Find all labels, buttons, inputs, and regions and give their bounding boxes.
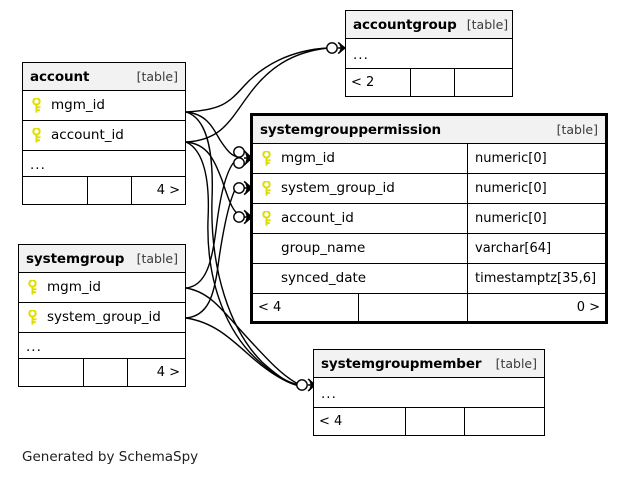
primary-key-icon [27, 280, 38, 295]
column-name: mgm_id [47, 280, 101, 295]
table-row[interactable]: account_id [23, 121, 185, 151]
table-systemgroup[interactable]: systemgroup [table] mgm_id [18, 244, 186, 387]
column-cell: mgm_id [19, 280, 185, 295]
primary-key-icon [261, 151, 272, 166]
column-name: system_group_id [47, 310, 161, 325]
column-type: numeric[0] [467, 144, 605, 173]
column-cell: system_group_id [253, 181, 467, 196]
column-cell: mgm_id [253, 151, 467, 166]
table-systemgrouppermission-header: systemgrouppermission [table] [253, 116, 605, 144]
table-systemgroup-name: systemgroup [26, 250, 125, 267]
table-accountgroup-kind: [table] [466, 17, 509, 32]
edge-systemgroup-to-sgp-sgid [185, 185, 239, 319]
footer-right [464, 408, 544, 435]
table-row[interactable]: synced_date timestamptz[35,6] [253, 264, 605, 294]
table-systemgroupmember[interactable]: systemgroupmember [table] ... < 4 [313, 349, 545, 436]
table-systemgroup-header: systemgroup [table] [19, 245, 185, 273]
cardinality-circle-sgm [296, 379, 308, 391]
table-account-name: account [30, 68, 90, 85]
table-systemgroupmember-header: systemgroupmember [table] [314, 350, 544, 378]
column-cell: mgm_id [23, 98, 185, 113]
column-type: numeric[0] [467, 174, 605, 203]
column-name: mgm_id [51, 98, 105, 113]
table-row[interactable]: system_group_id [19, 303, 185, 333]
column-name: synced_date [281, 271, 367, 286]
table-account[interactable]: account [table] mgm_id [22, 62, 186, 205]
footer-left [19, 359, 83, 386]
table-footer: 4 > [19, 359, 185, 386]
column-type: varchar[64] [467, 234, 605, 263]
column-name: account_id [51, 128, 124, 143]
table-systemgrouppermission-kind: [table] [556, 122, 598, 137]
footer-right: 4 > [131, 177, 185, 204]
table-row[interactable]: mgm_id [19, 273, 185, 303]
primary-key-icon [31, 128, 42, 143]
table-accountgroup-header: accountgroup [table] [346, 11, 512, 39]
column-cell: system_group_id [19, 310, 185, 325]
column-name: system_group_id [281, 181, 395, 196]
footer-left [23, 177, 87, 204]
more-columns-indicator: ... [346, 39, 512, 69]
cardinality-circle-sgp-mgmid-b [233, 157, 245, 169]
table-row[interactable]: group_name varchar[64] [253, 234, 605, 264]
table-systemgrouppermission-name: systemgrouppermission [260, 121, 442, 138]
footer-middle [358, 294, 467, 321]
footer-middle [87, 177, 131, 204]
generated-by-caption: Generated by SchemaSpy [22, 449, 199, 465]
edge-account-to-sgp-mgmid [185, 111, 239, 158]
table-accountgroup-name: accountgroup [353, 16, 457, 33]
table-footer: 4 > [23, 177, 185, 204]
cardinality-circle-sgp-mgmid-a [233, 146, 245, 158]
footer-right [454, 69, 512, 96]
column-type: numeric[0] [467, 204, 605, 233]
cardinality-circle-sgp-sgid [233, 182, 245, 194]
column-name: mgm_id [281, 151, 335, 166]
more-columns-indicator: ... [314, 378, 544, 408]
table-systemgroup-kind: [table] [136, 251, 178, 266]
column-type: timestamptz[35,6] [467, 264, 605, 293]
cardinality-circle-sgp-accountid [233, 211, 245, 223]
column-name: group_name [281, 241, 366, 256]
footer-left: < 4 [319, 414, 343, 429]
footer-right: 4 > [127, 359, 185, 386]
edge-account-to-accountgroup-1 [185, 47, 329, 113]
edge-systemgroup-to-sgm-2 [185, 317, 301, 387]
footer-left: < 2 [351, 75, 375, 90]
table-footer: < 2 [346, 69, 512, 96]
edge-account-to-sgp-accountid [185, 141, 239, 215]
table-account-kind: [table] [136, 69, 178, 84]
crow-lines-accountgroup [337, 41, 346, 55]
footer-middle [83, 359, 127, 386]
primary-key-icon [27, 310, 38, 325]
column-cell: synced_date [253, 272, 467, 286]
primary-key-icon [261, 211, 272, 226]
table-footer: < 4 0 > [253, 294, 605, 321]
column-name: account_id [281, 211, 354, 226]
table-footer: < 4 [314, 408, 544, 435]
column-cell: account_id [23, 128, 185, 143]
column-cell: account_id [253, 211, 467, 226]
footer-middle [410, 69, 454, 96]
edge-systemgroup-to-sgp-mgmid [185, 157, 239, 289]
more-columns-indicator: ... [19, 333, 185, 359]
table-row[interactable]: system_group_id numeric[0] [253, 174, 605, 204]
table-account-header: account [table] [23, 63, 185, 91]
footer-middle [405, 408, 464, 435]
primary-key-icon [261, 181, 272, 196]
table-accountgroup[interactable]: accountgroup [table] ... < 2 [345, 10, 513, 97]
table-systemgroupmember-kind: [table] [495, 356, 537, 371]
column-cell: group_name [253, 242, 467, 256]
table-systemgroupmember-name: systemgroupmember [321, 355, 482, 372]
footer-left: < 4 [258, 300, 282, 315]
table-row[interactable]: account_id numeric[0] [253, 204, 605, 234]
more-columns-indicator: ... [23, 151, 185, 177]
cardinality-circle-accountgroup [326, 42, 338, 54]
footer-right: 0 > [467, 294, 605, 321]
table-row[interactable]: mgm_id numeric[0] [253, 144, 605, 174]
table-row[interactable]: mgm_id [23, 91, 185, 121]
table-systemgrouppermission[interactable]: systemgrouppermission [table] mgm_id num… [250, 113, 608, 324]
primary-key-icon [31, 98, 42, 113]
